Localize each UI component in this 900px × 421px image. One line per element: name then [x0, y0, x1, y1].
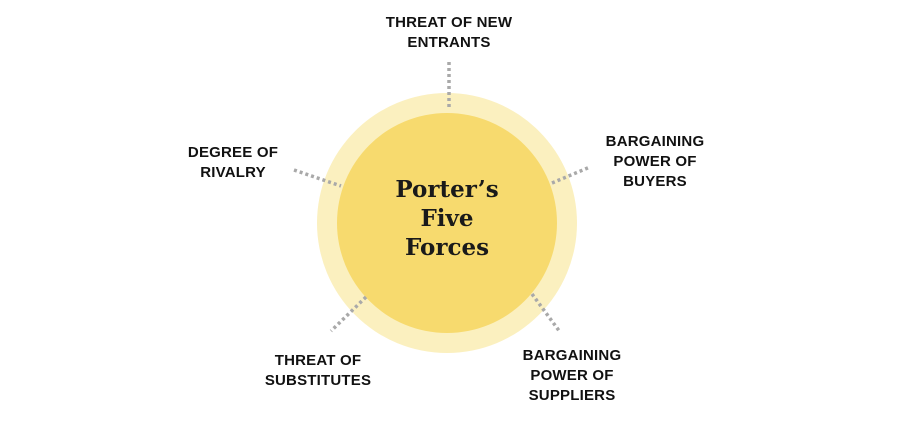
center-title-line: Forces: [404, 234, 490, 261]
force-label-line: BUYERS: [623, 173, 687, 190]
connector-bottom-left: [329, 295, 368, 333]
force-bargaining-power-of-suppliers: BARGAINING POWER OF SUPPLIERS: [497, 346, 647, 406]
force-label-line: THREAT OF: [274, 352, 362, 369]
force-label-line: POWER OF: [530, 367, 614, 384]
force-label-line: DEGREE OF: [187, 144, 279, 161]
connector-left: [293, 168, 342, 188]
force-label-line: SUPPLIERS: [528, 387, 616, 404]
force-label-line: BARGAINING: [522, 347, 622, 364]
force-degree-of-rivalry: DEGREE OF RIVALRY: [163, 143, 303, 183]
force-label-line: THREAT OF NEW: [385, 14, 513, 31]
force-bargaining-power-of-buyers: BARGAINING POWER OF BUYERS: [580, 132, 730, 192]
force-label-line: ENTRANTS: [407, 34, 491, 51]
connector-bottom-right: [530, 292, 562, 334]
force-label-line: SUBSTITUTES: [264, 372, 372, 389]
force-label-line: POWER OF: [613, 153, 697, 170]
force-threat-of-substitutes: THREAT OF SUBSTITUTES: [243, 351, 393, 391]
center-title: Porter’s Five Forces: [347, 175, 547, 262]
center-title-line: Porter’s: [395, 176, 499, 203]
center-title-line: Five: [420, 205, 474, 232]
inner-circle: [337, 113, 557, 333]
force-threat-of-new-entrants: THREAT OF NEW ENTRANTS: [359, 13, 539, 53]
force-label-line: RIVALRY: [200, 164, 266, 181]
connector-right: [551, 165, 591, 185]
force-label-line: BARGAINING: [605, 133, 705, 150]
